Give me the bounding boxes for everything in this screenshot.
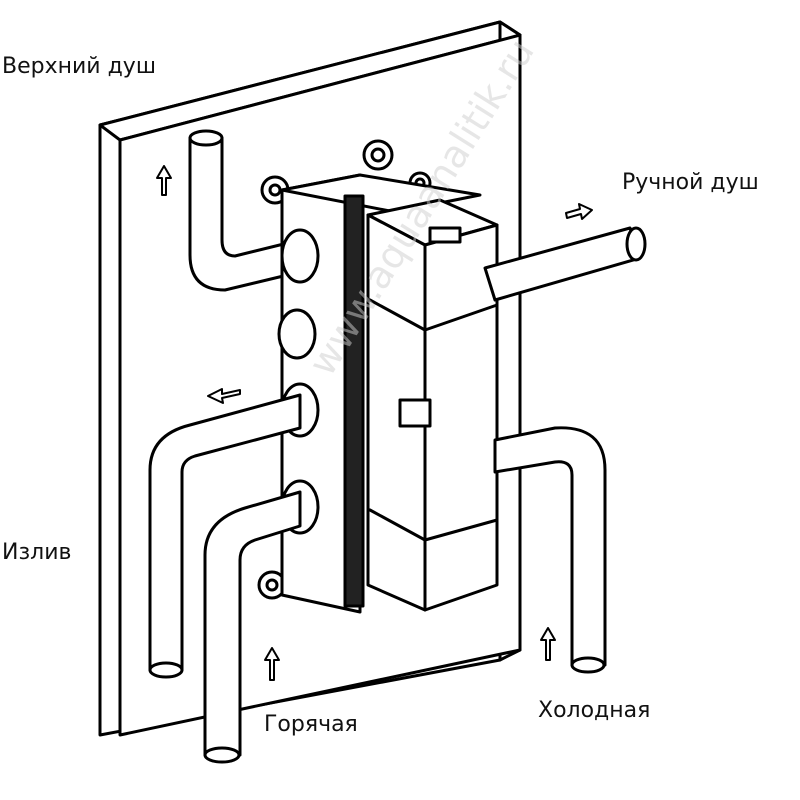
pipe-top-shower xyxy=(188,129,302,292)
arrow-up-icon xyxy=(264,647,280,681)
mixer-body xyxy=(257,139,499,614)
pipe-hand-shower xyxy=(483,226,647,302)
pipe-cold xyxy=(493,426,607,674)
label-top-shower: Верхний душ xyxy=(2,54,156,79)
arrow-up-icon xyxy=(540,627,556,661)
label-hot: Горячая xyxy=(264,712,358,737)
arrow-right-icon xyxy=(565,203,593,220)
label-hand-shower: Ручной душ xyxy=(622,170,759,195)
pipe-hot xyxy=(203,490,302,764)
arrow-up-icon xyxy=(156,165,172,196)
label-spout: Излив xyxy=(2,540,72,565)
pipe-spout xyxy=(148,393,302,679)
label-cold: Холодная xyxy=(538,698,651,723)
arrow-left-icon xyxy=(207,388,241,404)
